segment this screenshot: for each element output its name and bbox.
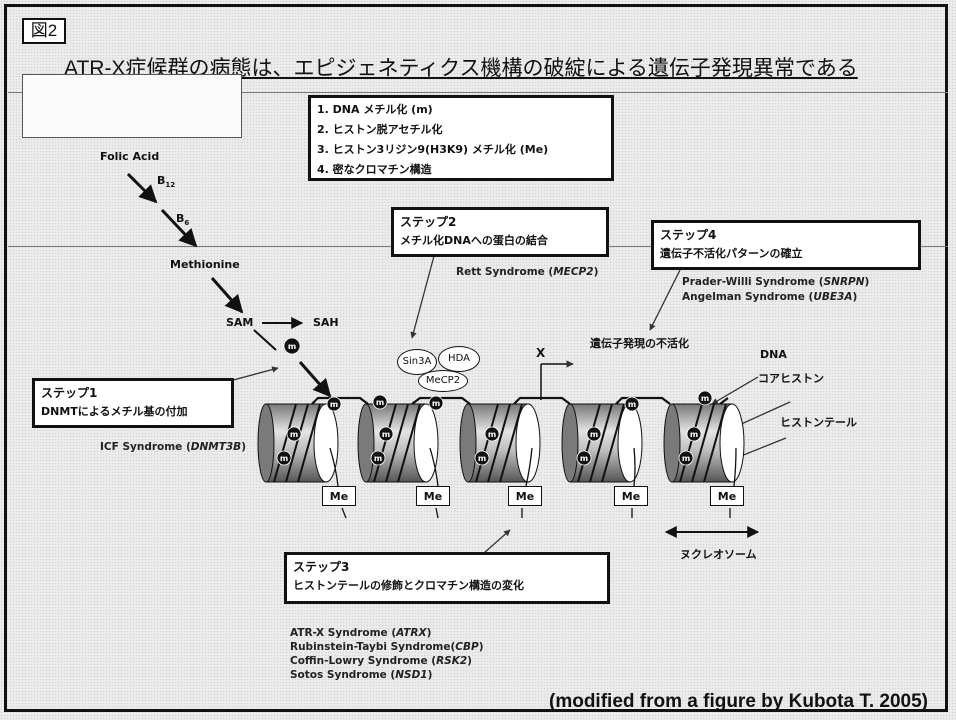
pathway-arrows bbox=[128, 174, 330, 396]
step-heading: ステップ2 bbox=[400, 213, 600, 231]
m-label: m bbox=[290, 430, 298, 439]
syndrome-list-step3: ATR-X Syndrome (ATRX) Rubinstein-Taybi S… bbox=[290, 626, 484, 682]
nucleosomes bbox=[258, 404, 744, 482]
syndrome-sotos: Sotos Syndrome (NSD1) bbox=[290, 668, 484, 682]
nucleosome-3 bbox=[460, 404, 540, 482]
step-box-4: ステップ4 遺伝子不活化パターンの確立 bbox=[651, 220, 921, 270]
nucleosome-2 bbox=[358, 404, 438, 482]
m-label: m bbox=[580, 454, 588, 463]
nucleosome-1 bbox=[258, 404, 338, 482]
gene-silencing-label: 遺伝子発現の不活化 bbox=[590, 335, 689, 351]
step-box-2: ステップ2 メチル化DNAへの蛋白の結合 bbox=[391, 207, 609, 257]
hda-protein: HDA bbox=[438, 346, 480, 372]
me-box: Me bbox=[710, 486, 744, 506]
syndrome-rett: Rett Syndrome (MECP2) bbox=[456, 265, 598, 279]
x-mark: X bbox=[536, 346, 545, 360]
syndrome-angelman: Angelman Syndrome (UBE3A) bbox=[682, 290, 857, 304]
step-heading: ステップ3 bbox=[293, 558, 601, 576]
dna-label: DNA bbox=[760, 348, 787, 361]
sah-label: SAH bbox=[313, 316, 339, 329]
mecp2-protein: MeCP2 bbox=[418, 370, 468, 392]
sam-label: SAM bbox=[226, 316, 253, 329]
step-text: メチル化DNAへの蛋白の結合 bbox=[400, 231, 600, 251]
step-heading: ステップ4 bbox=[660, 226, 912, 244]
m-label: m bbox=[488, 430, 496, 439]
folic-acid-label: Folic Acid bbox=[100, 150, 159, 163]
step-box-3: ステップ3 ヒストンテールの修飾とクロマチン構造の変化 bbox=[284, 552, 610, 604]
vitamin-b12-label: B12 bbox=[157, 174, 175, 189]
m-label: m bbox=[701, 394, 709, 403]
methionine-label: Methionine bbox=[170, 258, 240, 271]
core-histone-label: コアヒストン bbox=[758, 370, 824, 386]
nucleosome-5 bbox=[664, 404, 744, 482]
m-label: m bbox=[376, 398, 384, 407]
me-box: Me bbox=[614, 486, 648, 506]
syndrome-icf: ICF Syndrome (DNMT3B) bbox=[100, 440, 246, 454]
m-label: m bbox=[590, 430, 598, 439]
nucleosome-label: ヌクレオソーム bbox=[680, 546, 757, 562]
figure-credit: (modified from a figure by Kubota T. 200… bbox=[549, 691, 928, 713]
m-label: m bbox=[382, 430, 390, 439]
m-label: m bbox=[374, 454, 382, 463]
histone-tail-label: ヒストンテール bbox=[780, 414, 857, 430]
syndrome-rubinstein-taybi: Rubinstein-Taybi Syndrome(CBP) bbox=[290, 640, 484, 654]
m-label: m bbox=[432, 399, 440, 408]
m-label: m bbox=[682, 454, 690, 463]
step-text: 遺伝子不活化パターンの確立 bbox=[660, 244, 912, 264]
me-box: Me bbox=[416, 486, 450, 506]
m-label: m bbox=[330, 400, 338, 409]
syndrome-coffin-lowry: Coffin-Lowry Syndrome (RSK2) bbox=[290, 654, 484, 668]
me-box: Me bbox=[322, 486, 356, 506]
m-label: m bbox=[628, 400, 636, 409]
syndrome-prader-willi: Prader-Willi Syndrome (SNRPN) bbox=[682, 275, 869, 289]
step-heading: ステップ1 bbox=[41, 384, 225, 402]
step-text: DNMTによるメチル基の付加 bbox=[41, 402, 225, 422]
syndrome-atrx: ATR-X Syndrome (ATRX) bbox=[290, 626, 484, 640]
step-box-1: ステップ1 DNMTによるメチル基の付加 bbox=[32, 378, 234, 428]
transcription-start-arrow bbox=[541, 364, 573, 400]
m-label: m bbox=[280, 454, 288, 463]
nucleosome-4 bbox=[562, 404, 642, 482]
step-text: ヒストンテールの修飾とクロマチン構造の変化 bbox=[293, 576, 601, 596]
m-label: m bbox=[288, 342, 296, 351]
me-box: Me bbox=[508, 486, 542, 506]
m-label: m bbox=[690, 430, 698, 439]
m-label: m bbox=[478, 454, 486, 463]
vitamin-b6-label: B6 bbox=[176, 212, 189, 227]
